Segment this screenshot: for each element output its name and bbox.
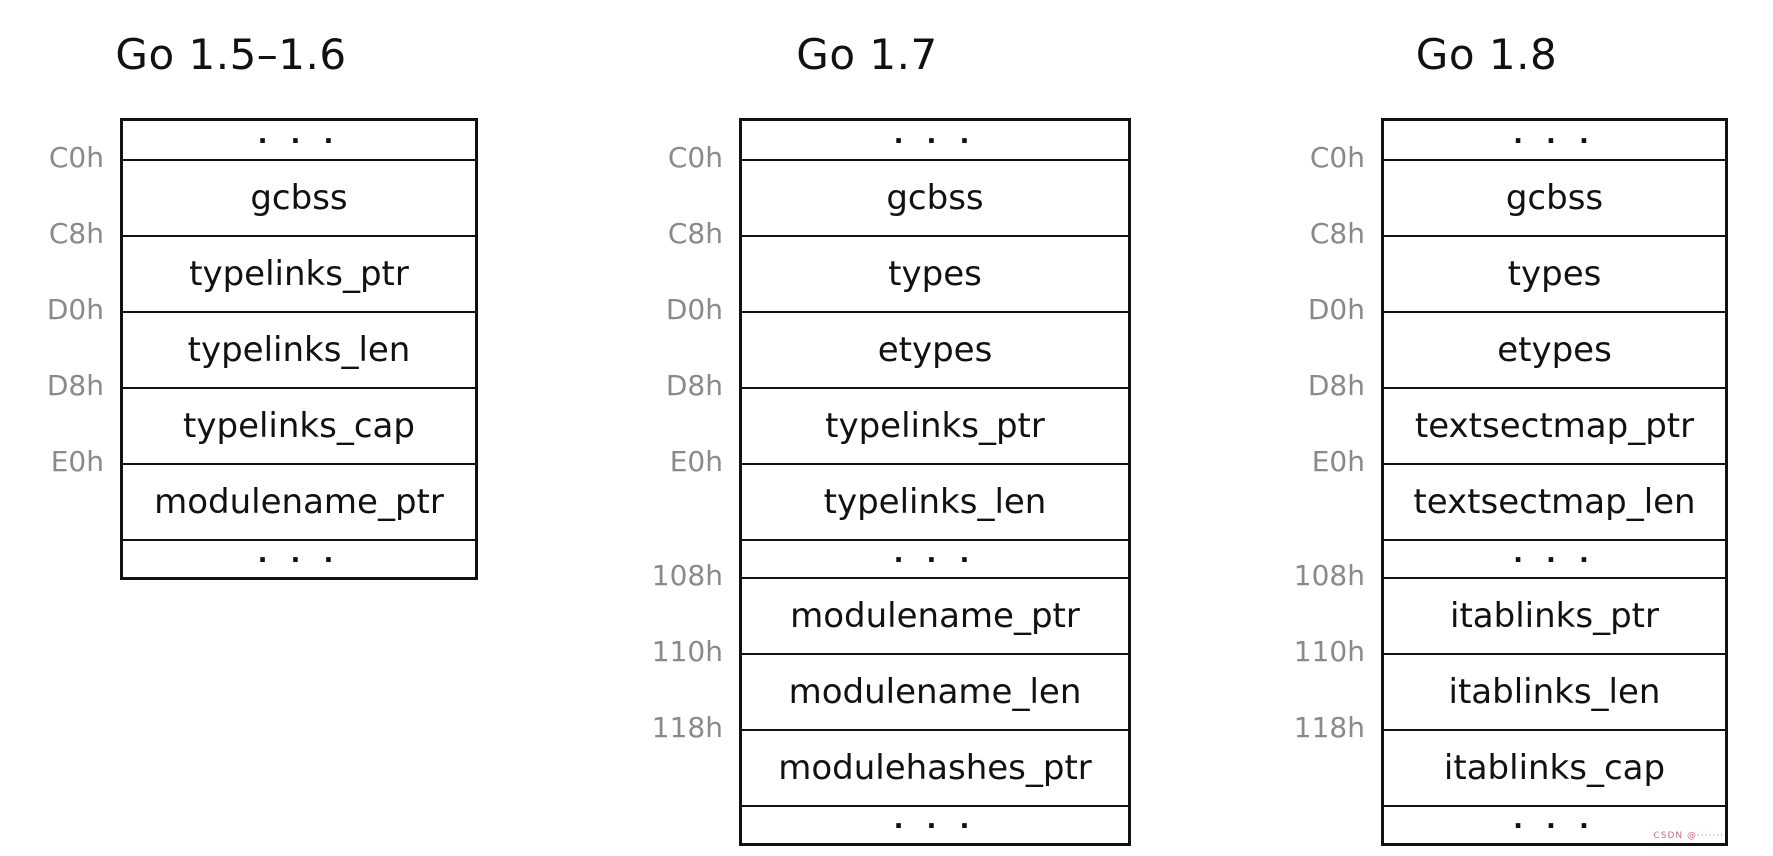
- field-label: types: [888, 254, 982, 294]
- ellipsis-label: . . .: [1513, 805, 1596, 835]
- field-row-types: types: [742, 235, 1128, 311]
- field-row-textsectmap-len: textsectmap_len: [1384, 463, 1725, 539]
- ellipsis-label: . . .: [257, 120, 341, 150]
- field-row-modulename-len: modulename_len: [742, 653, 1128, 729]
- offset-label-d8h: D8h: [665, 369, 723, 402]
- offset-label-c0h: C0h: [48, 141, 104, 174]
- offset-label-e0h: E0h: [669, 445, 723, 478]
- ellipsis-label: . . .: [893, 805, 977, 835]
- ellipsis-row: . . .: [1384, 539, 1725, 577]
- offset-label-c8h: C8h: [48, 217, 104, 250]
- field-label: itablinks_len: [1448, 672, 1661, 712]
- offset-label-118h: 118h: [651, 711, 723, 744]
- ellipsis-row: . . .: [1384, 120, 1725, 159]
- offset-label-d8h: D8h: [1307, 369, 1365, 402]
- ellipsis-row: . . .: [742, 120, 1128, 159]
- offset-label-d0h: D0h: [46, 293, 104, 326]
- field-row-gcbss: gcbss: [1384, 159, 1725, 235]
- ellipsis-row: . . .: [742, 539, 1128, 577]
- field-label: itablinks_cap: [1443, 748, 1666, 788]
- offset-label-d8h: D8h: [46, 369, 104, 402]
- field-row-typelinks-ptr: typelinks_ptr: [123, 235, 475, 311]
- field-label: textsectmap_len: [1413, 482, 1696, 522]
- field-label: textsectmap_ptr: [1414, 406, 1695, 446]
- offset-label-d0h: D0h: [1307, 293, 1365, 326]
- field-label: types: [1507, 254, 1602, 294]
- field-row-itablinks-ptr: itablinks_ptr: [1384, 577, 1725, 653]
- ellipsis-row: . . .: [742, 805, 1128, 843]
- offset-label-e0h: E0h: [50, 445, 104, 478]
- ellipsis-row: . . .: [123, 539, 475, 577]
- field-row-itablinks-len: itablinks_len: [1384, 653, 1725, 729]
- offset-label-108h: 108h: [651, 559, 723, 592]
- field-label: modulename_len: [788, 672, 1082, 712]
- field-row-typelinks-len: typelinks_len: [123, 311, 475, 387]
- ellipsis-label: . . .: [1513, 120, 1596, 150]
- field-row-gcbss: gcbss: [123, 159, 475, 235]
- field-row-typelinks-cap: typelinks_cap: [123, 387, 475, 463]
- offset-label-e0h: E0h: [1311, 445, 1365, 478]
- field-label: etypes: [877, 330, 993, 370]
- field-label: gcbss: [886, 178, 984, 218]
- field-row-typelinks-len: typelinks_len: [742, 463, 1128, 539]
- offset-label-118h: 118h: [1293, 711, 1365, 744]
- diagram-title: Go 1.5–1.6: [115, 30, 347, 79]
- ellipsis-label: . . .: [1513, 539, 1596, 569]
- field-label: typelinks_len: [823, 482, 1047, 522]
- ellipsis-label: . . .: [893, 120, 977, 150]
- field-row-itablinks-cap: itablinks_cap: [1384, 729, 1725, 805]
- ellipsis-row: . . .: [123, 120, 475, 159]
- field-label: typelinks_cap: [183, 406, 415, 446]
- field-row-etypes: etypes: [742, 311, 1128, 387]
- offset-label-108h: 108h: [1293, 559, 1365, 592]
- field-label: modulename_ptr: [790, 596, 1080, 636]
- field-row-types: types: [1384, 235, 1725, 311]
- field-row-modulehashes-ptr: modulehashes_ptr: [742, 729, 1128, 805]
- field-label: typelinks_ptr: [189, 254, 409, 294]
- field-row-typelinks-ptr: typelinks_ptr: [742, 387, 1128, 463]
- offset-label-d0h: D0h: [665, 293, 723, 326]
- field-row-gcbss: gcbss: [742, 159, 1128, 235]
- field-label: gcbss: [1505, 178, 1604, 218]
- ellipsis-label: . . .: [257, 539, 341, 569]
- field-label: etypes: [1497, 330, 1612, 370]
- offset-label-110h: 110h: [1293, 635, 1365, 668]
- diagram-title: Go 1.7: [796, 30, 938, 79]
- offset-label-c0h: C0h: [1309, 141, 1365, 174]
- field-label: modulehashes_ptr: [778, 748, 1092, 788]
- field-row-textsectmap-ptr: textsectmap_ptr: [1384, 387, 1725, 463]
- ellipsis-row: . . .: [1384, 805, 1725, 843]
- field-label: gcbss: [250, 178, 348, 218]
- ellipsis-label: . . .: [893, 539, 977, 569]
- offset-label-c8h: C8h: [667, 217, 723, 250]
- diagram-title: Go 1.8: [1415, 30, 1558, 79]
- offset-label-c8h: C8h: [1309, 217, 1365, 250]
- offset-label-110h: 110h: [651, 635, 723, 668]
- field-row-modulename-ptr: modulename_ptr: [123, 463, 475, 539]
- csdn-watermark: CSDN @·······: [1653, 831, 1724, 841]
- field-label: typelinks_ptr: [825, 406, 1045, 446]
- field-label: modulename_ptr: [154, 482, 444, 522]
- field-row-modulename-ptr: modulename_ptr: [742, 577, 1128, 653]
- field-label: itablinks_ptr: [1450, 596, 1659, 636]
- offset-label-c0h: C0h: [667, 141, 723, 174]
- field-row-etypes: etypes: [1384, 311, 1725, 387]
- field-label: typelinks_len: [187, 330, 411, 370]
